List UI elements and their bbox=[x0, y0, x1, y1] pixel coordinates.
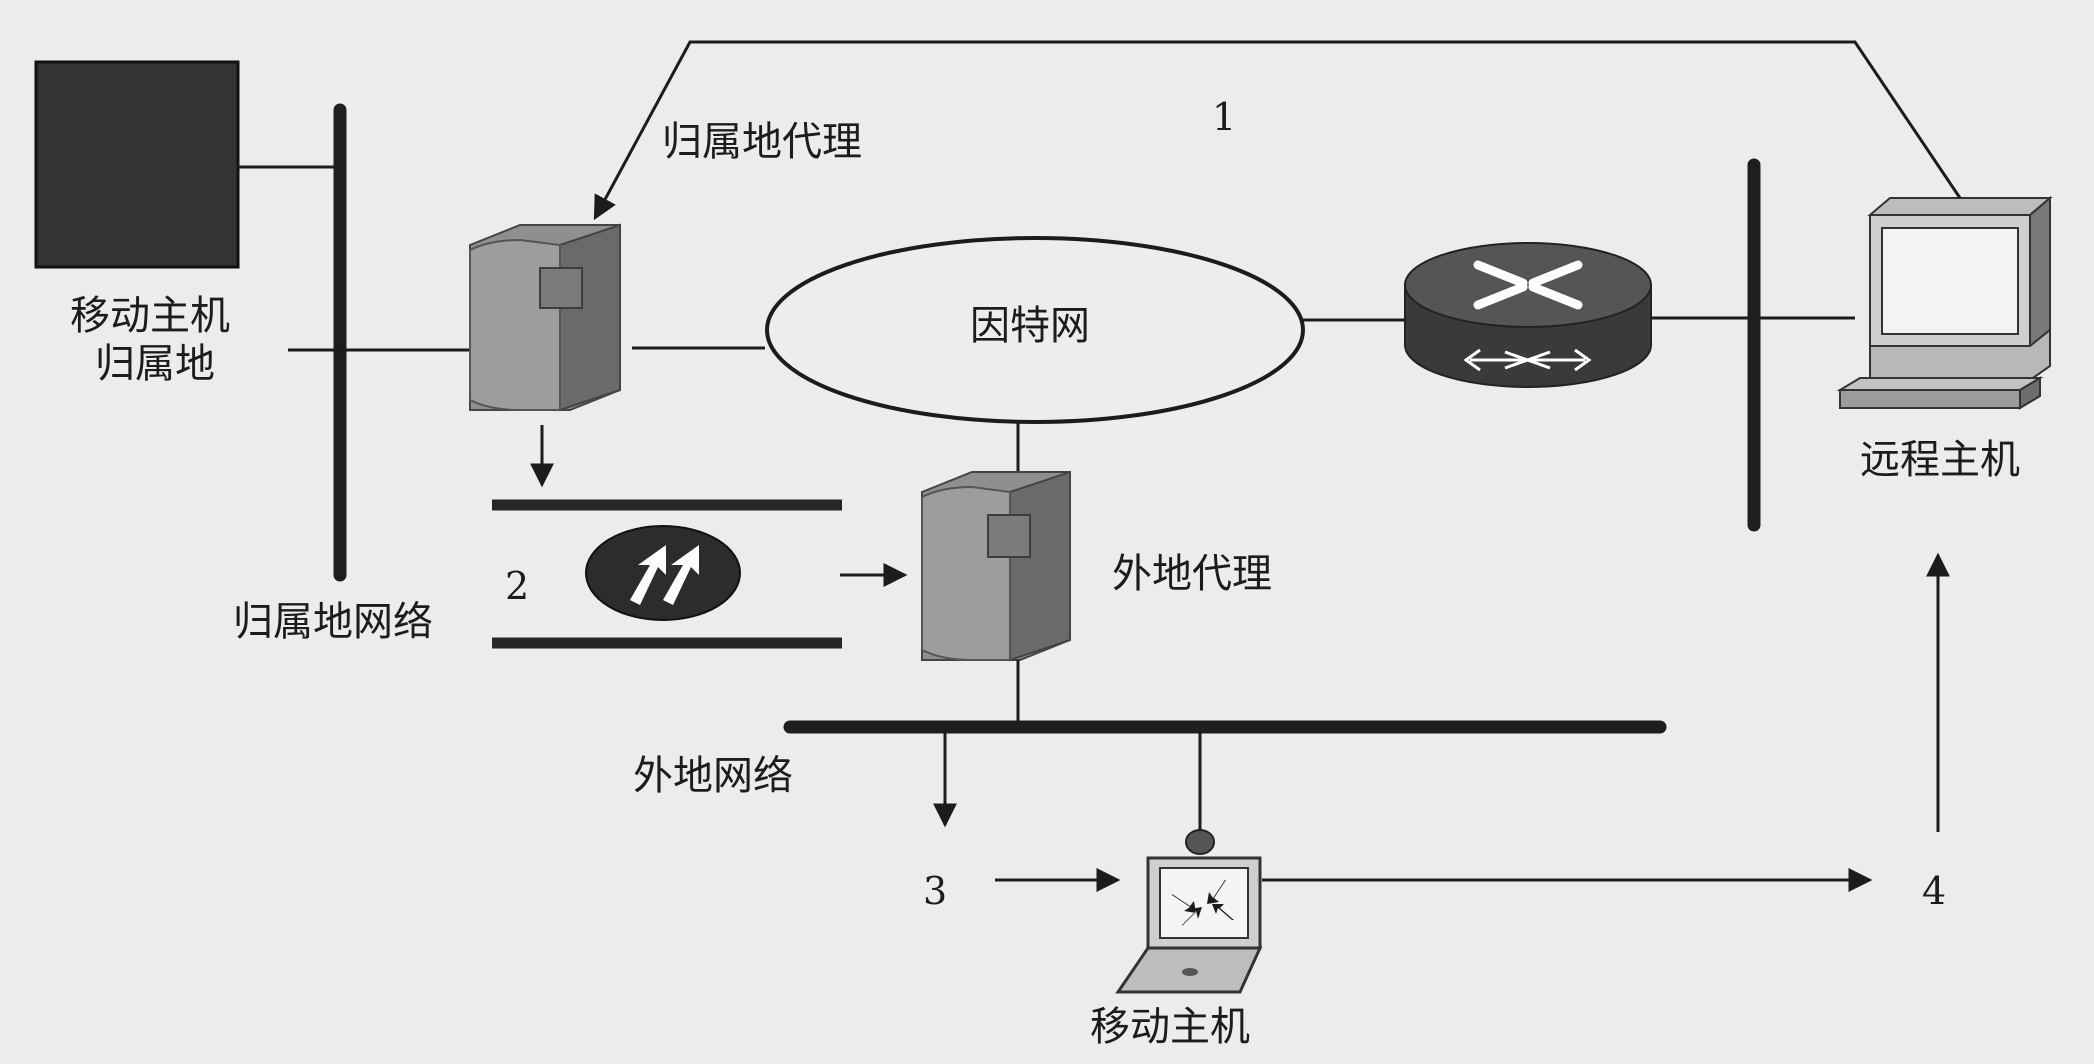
step1-path bbox=[593, 40, 1962, 221]
label-remote-host: 远程主机 bbox=[1860, 437, 2020, 483]
label-home-agent: 归属地代理 bbox=[662, 119, 862, 165]
tunnel-arrows-icon bbox=[585, 525, 741, 621]
step-number-2: 2 bbox=[505, 564, 530, 608]
label-internet: 因特网 bbox=[970, 303, 1090, 349]
label-mobile-host: 移动主机 bbox=[1090, 1004, 1250, 1050]
label-mobile-host-home-line2: 归属地 bbox=[95, 341, 215, 387]
home-agent-server-body bbox=[469, 223, 621, 412]
router-icon bbox=[1404, 242, 1652, 388]
mobile-host-laptop-icon bbox=[1115, 829, 1263, 994]
remote-host-computer-icon bbox=[1836, 195, 2053, 410]
step-number-1: 1 bbox=[1212, 95, 1237, 139]
label-mobile-host-home-line1: 移动主机 bbox=[70, 293, 230, 339]
label-home-network: 归属地网络 bbox=[233, 599, 433, 645]
label-foreign-agent: 外地代理 bbox=[1112, 551, 1272, 597]
step-number-3: 3 bbox=[923, 869, 948, 913]
internet-cloud bbox=[765, 236, 1305, 424]
mobile-host-home-icon bbox=[34, 60, 240, 269]
label-foreign-network: 外地网络 bbox=[633, 753, 793, 799]
foreign-agent-server-icon bbox=[921, 470, 1071, 662]
step-number-4: 4 bbox=[1922, 869, 1947, 913]
